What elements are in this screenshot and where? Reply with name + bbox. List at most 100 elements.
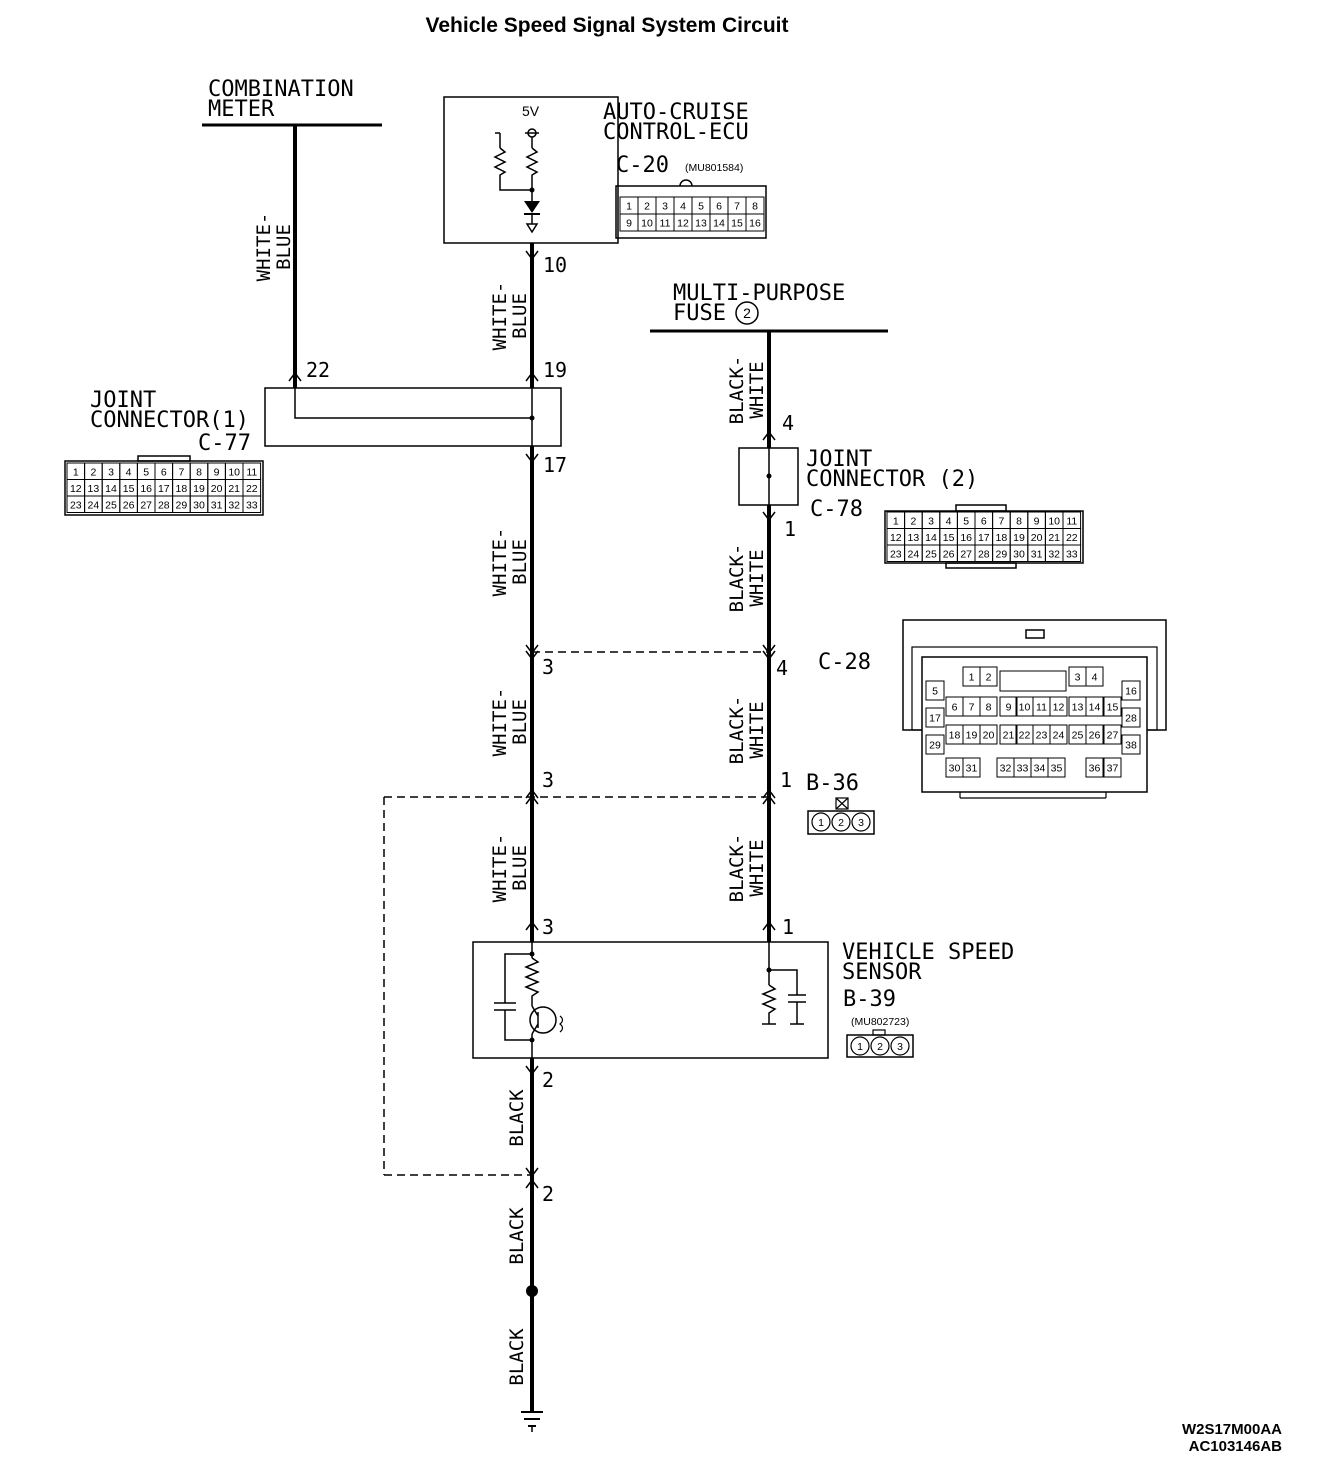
pin-number: 5 <box>932 686 938 698</box>
pin-cell <box>1047 757 1066 778</box>
pin-number: 27 <box>140 499 152 511</box>
pin-number: 2 <box>986 672 992 684</box>
pin-number: 2 <box>838 817 844 829</box>
svg-text:WHITE: WHITE <box>746 839 768 896</box>
connector-slot <box>999 670 1067 692</box>
pin-cell <box>962 757 981 778</box>
pin-number: 11 <box>246 466 257 478</box>
svg-text:BLUE: BLUE <box>509 293 531 339</box>
svg-text:BLUE: BLUE <box>273 224 295 270</box>
pin-cell <box>851 812 871 832</box>
pin-cell <box>979 724 998 745</box>
pin-label: 3 <box>542 915 554 939</box>
pin-number: 17 <box>929 713 941 725</box>
wire-color-label: BLACK- WHITE <box>726 834 768 903</box>
combination-meter: COMBINATION METER <box>202 77 382 127</box>
pin-number: 1 <box>969 672 975 684</box>
pin-number: 6 <box>981 515 987 527</box>
pin-number: 5 <box>698 201 704 213</box>
ecu-label-line1: AUTO-CRUISE <box>603 100 749 125</box>
pin-label: 4 <box>776 656 788 680</box>
pin-number: 31 <box>966 763 978 775</box>
pin-number: 32 <box>1000 763 1012 775</box>
pin-number: 16 <box>1125 686 1137 698</box>
pin-cell <box>1121 734 1141 755</box>
pin-number: 4 <box>1092 672 1098 684</box>
pin-number: 14 <box>105 483 117 495</box>
pin-number: 26 <box>123 499 135 511</box>
pin-number: 12 <box>1053 702 1065 714</box>
pin-cell <box>1085 724 1104 745</box>
svg-text:BLACK-: BLACK- <box>726 356 748 425</box>
pin-number: 13 <box>1072 702 1084 714</box>
pin-number: 6 <box>716 201 722 213</box>
pin-number: 11 <box>1066 515 1077 527</box>
pin-cell <box>999 724 1018 745</box>
svg-text:BLACK-: BLACK- <box>726 696 748 765</box>
pin-number: 19 <box>966 730 978 742</box>
pin-cell <box>1121 707 1141 728</box>
pin-number: 3 <box>1075 672 1081 684</box>
ecu-label-line2: CONTROL-ECU <box>603 120 749 145</box>
diagram-title: Vehicle Speed Signal System Circuit <box>426 14 789 37</box>
pin-cell <box>811 812 831 832</box>
svg-text:WHITE-: WHITE- <box>253 213 275 282</box>
joint1-label-line1: JOINT <box>90 388 156 413</box>
pin-number: 20 <box>211 483 223 495</box>
pin-number: 28 <box>978 548 990 560</box>
pin-number: 21 <box>1048 532 1060 544</box>
joint1-label-line2: CONNECTOR(1) <box>90 408 249 433</box>
pin-cell <box>979 696 998 717</box>
svg-text:BLUE: BLUE <box>509 845 531 891</box>
pin-label: 1 <box>784 517 796 541</box>
pin-number: 9 <box>626 218 632 230</box>
meter-label-line1: COMBINATION <box>208 77 354 102</box>
wire-color-label: BLACK- WHITE <box>726 356 768 425</box>
wire-color-label: BLACK <box>506 1089 528 1147</box>
pin-number: 29 <box>996 548 1008 560</box>
pin-label: 10 <box>543 253 567 277</box>
pin-cell <box>1103 696 1122 717</box>
pin-cell <box>979 666 998 687</box>
pin-number: 12 <box>70 483 82 495</box>
pin-number: 3 <box>928 515 934 527</box>
pin-cell <box>1121 680 1141 701</box>
wire-color-label: BLACK- WHITE <box>726 696 768 765</box>
pin-number: 27 <box>960 548 972 560</box>
pin-number: 15 <box>943 532 955 544</box>
svg-text:WHITE-: WHITE- <box>489 688 511 757</box>
wire-color-label: BLACK- WHITE <box>726 544 768 613</box>
pin-number: 4 <box>680 201 686 213</box>
pin-number: 1 <box>73 466 79 478</box>
svg-text:BLUE: BLUE <box>509 699 531 745</box>
vehicle-speed-sensor <box>472 941 829 1059</box>
ecu-connector-id: C-20 <box>616 153 669 178</box>
pin-number: 20 <box>983 730 995 742</box>
wire-color-label: BLACK <box>506 1207 528 1265</box>
pin-cell <box>850 1036 870 1056</box>
pin-label: 17 <box>543 453 567 477</box>
pin-number: 7 <box>734 201 740 213</box>
pin-number: 38 <box>1125 740 1137 752</box>
pin-label: 1 <box>782 915 794 939</box>
pin-cell <box>925 680 945 701</box>
pin-number: 10 <box>228 466 240 478</box>
joint1-connector-id: C-77 <box>198 431 251 456</box>
pin-number: 13 <box>88 483 100 495</box>
sensor-label-line2: SENSOR <box>842 960 922 985</box>
svg-text:WHITE-: WHITE- <box>489 282 511 351</box>
fuse-number: 2 <box>743 305 751 321</box>
pin-number: 8 <box>986 702 992 714</box>
pin-number: 6 <box>161 466 167 478</box>
pin-number: 30 <box>949 763 961 775</box>
ground-icon <box>521 1411 543 1432</box>
pin-number: 32 <box>228 499 240 511</box>
pin-number: 3 <box>108 466 114 478</box>
pin-number: 31 <box>211 499 223 511</box>
auto-cruise-ecu: 5V <box>443 96 619 244</box>
pin-number: 27 <box>1107 730 1119 742</box>
pin-cell <box>890 1036 910 1056</box>
pin-number: 25 <box>1072 730 1084 742</box>
fuse-label-line1: MULTI-PURPOSE <box>673 281 845 306</box>
